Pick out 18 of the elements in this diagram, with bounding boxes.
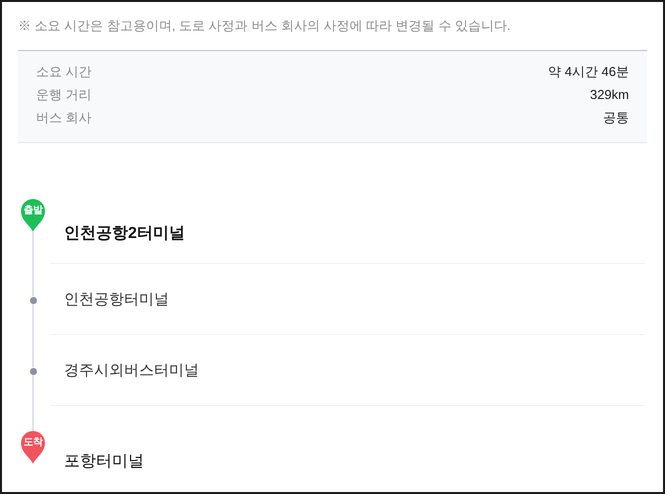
route-line (32, 232, 34, 296)
stop-name: 인천공항터미널 (64, 290, 169, 310)
location-pin (21, 431, 45, 464)
row-value: 약 4시간 46분 (548, 63, 629, 81)
row-value: 공통 (603, 109, 629, 127)
stop-name: 인천공항2터미널 (64, 224, 185, 244)
row-label: 버스 회사 (36, 109, 92, 127)
pin-label: 도착 (22, 436, 44, 450)
row-label: 소요 시간 (36, 63, 92, 81)
row-value: 329km (590, 86, 629, 104)
route-line (32, 374, 34, 431)
route-line (32, 304, 34, 368)
stop-name: 경주시외버스터미널 (64, 361, 199, 381)
stop-name: 포항터미널 (64, 452, 144, 472)
location-pin (21, 199, 45, 232)
note-text: ※ 소요 시간은 참고용이며, 도로 사정과 버스 회사의 사정에 따라 변경될 수 있습니다. (18, 17, 511, 35)
row-label: 운행 거리 (36, 86, 92, 104)
pin-label: 출발 (22, 204, 44, 218)
